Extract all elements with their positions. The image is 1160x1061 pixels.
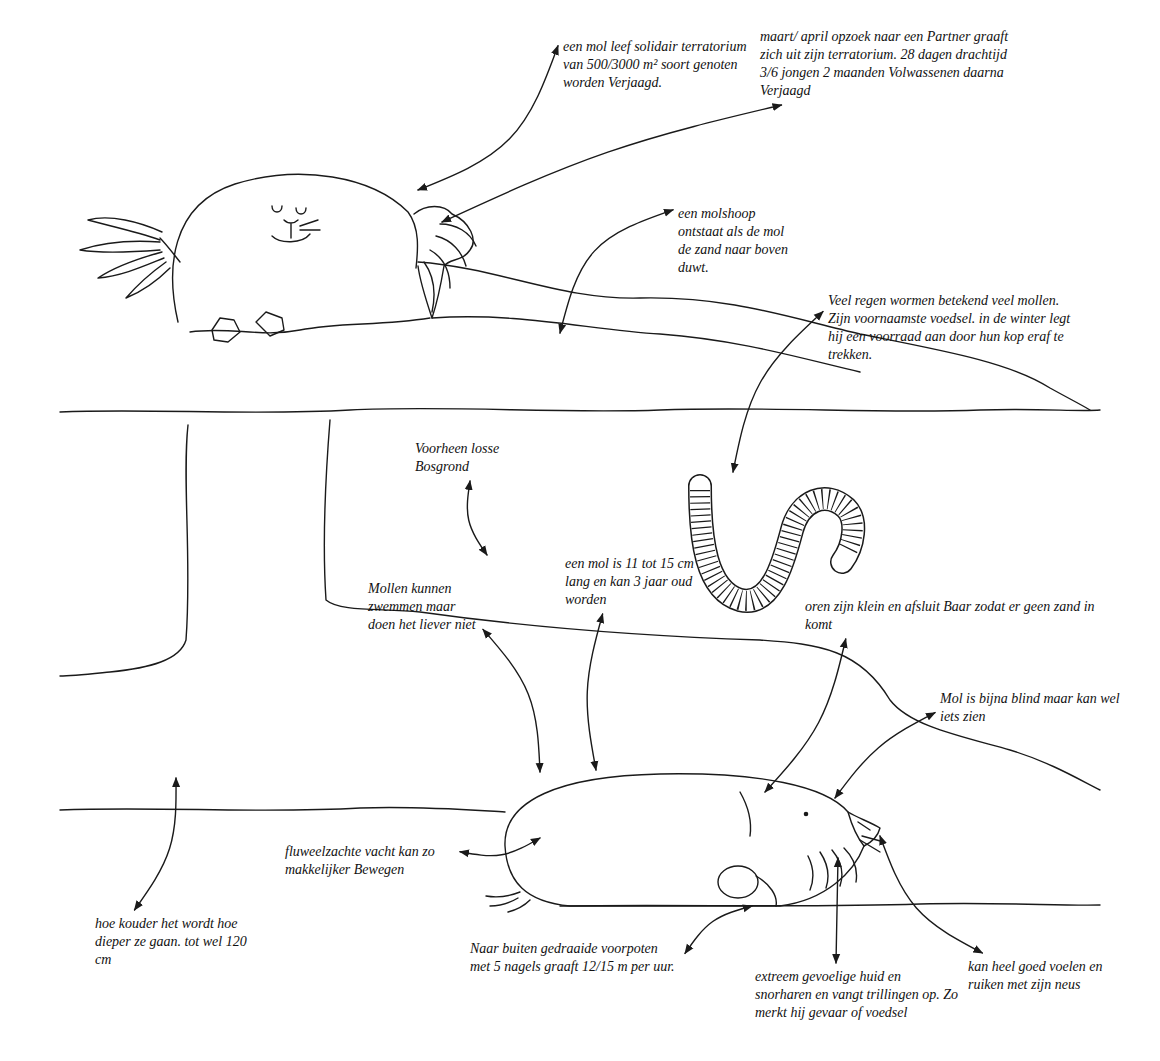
leader-arrow	[685, 906, 752, 953]
soil-lines	[60, 408, 1100, 906]
leader-arrow	[836, 858, 838, 963]
mole-whiskers	[300, 220, 320, 230]
annotation-text: een mol leef solidair terratorium van 50…	[563, 38, 748, 92]
worm-rings	[700, 490, 853, 601]
leader-arrow	[835, 713, 935, 798]
annotation-text: extreem gevoelige huid en snorharen en v…	[755, 968, 960, 1022]
mole-head	[173, 174, 418, 322]
leader-arrow	[765, 639, 846, 792]
worm-body	[700, 486, 853, 601]
leader-lines	[135, 46, 983, 963]
tunnel-left-wall	[60, 425, 188, 676]
leader-arrow	[880, 836, 982, 953]
leader-arrow	[587, 614, 602, 770]
top-mole	[80, 174, 1090, 410]
leader-arrow	[418, 46, 558, 190]
annotation-text: Naar buiten gedraaide voorpoten met 5 na…	[470, 940, 680, 976]
mole-left-claws	[80, 218, 170, 298]
mole-eye	[804, 812, 807, 815]
hind-claws	[486, 892, 530, 912]
mole-ear	[740, 792, 751, 836]
dirt-clumps	[212, 312, 284, 342]
annotation-text: Veel regen wormen betekend veel mollen. …	[828, 292, 1073, 364]
mole-snout	[848, 812, 870, 846]
molehill-slope-lower	[432, 317, 860, 372]
mound-outline	[190, 318, 430, 333]
annotation-text: hoe kouder het wordt hoe dieper ze gaan.…	[95, 915, 263, 969]
worm-outline	[700, 486, 853, 601]
annotation-text: maart/ april opzoek naar een Partner gra…	[760, 28, 1015, 100]
tunnel-floor-left	[60, 807, 505, 812]
mole-right-claws	[424, 224, 476, 312]
annotation-text: kan heel goed voelen en ruiken met zijn …	[968, 958, 1120, 994]
leader-arrow	[560, 210, 673, 333]
leader-arrow	[467, 481, 487, 555]
front-claws	[756, 848, 857, 906]
annotation-text: oren zijn klein en afsluit Baar zodat er…	[805, 598, 1100, 634]
annotation-text: Mollen kunnen zwemmen maar doen het liev…	[368, 580, 478, 634]
annotation-text: een molshoop ontstaat als de mol de zand…	[678, 205, 800, 277]
leader-arrow	[460, 838, 540, 856]
leader-arrow	[135, 778, 177, 910]
annotation-text: fluweelzachte vacht kan zo makkelijker B…	[285, 843, 455, 879]
leader-arrow	[733, 312, 823, 472]
earthworm	[700, 486, 853, 601]
mole-body	[505, 774, 880, 906]
mole-eyes	[272, 206, 306, 214]
annotation-text: Voorheen losse Bosgrond	[415, 440, 525, 476]
bottom-mole	[486, 774, 884, 912]
front-paw	[718, 866, 758, 898]
mole-nose-mouth	[272, 220, 310, 242]
annotation-text: Mol is bijna blind maar kan wel iets zie…	[940, 690, 1128, 726]
tunnel-right-wall	[324, 420, 1100, 790]
leader-arrow	[483, 629, 540, 772]
leader-arrow	[442, 105, 782, 222]
ground-surface	[60, 408, 1100, 412]
annotation-text: een mol is 11 tot 15 cm lang en kan 3 ja…	[565, 555, 697, 609]
molehill-slope	[418, 262, 1090, 410]
